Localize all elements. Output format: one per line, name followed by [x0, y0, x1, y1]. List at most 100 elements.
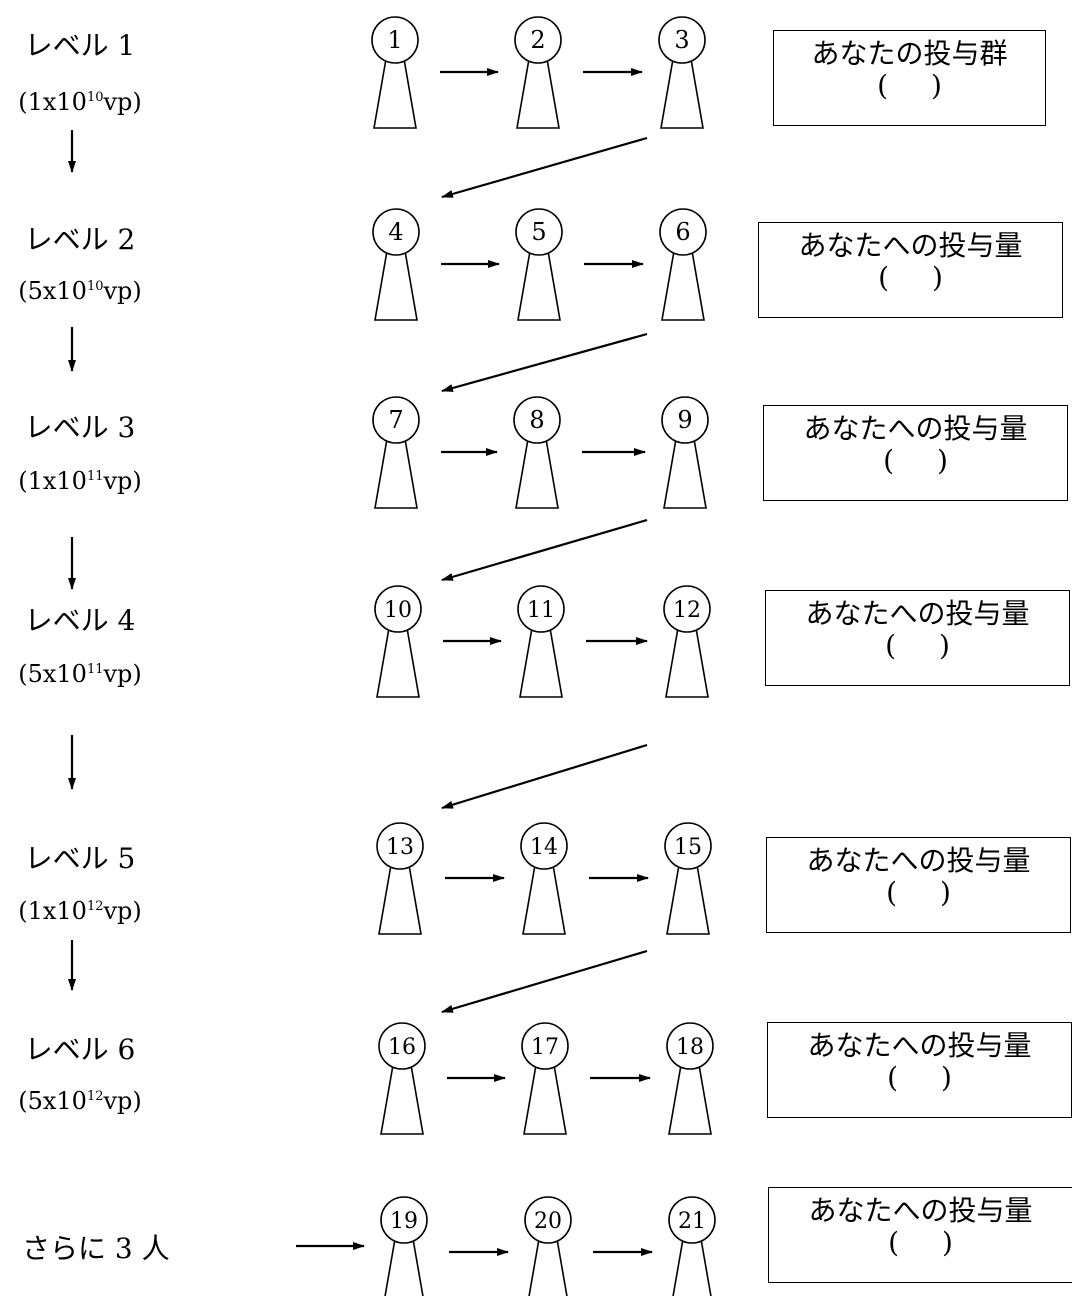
escalation-arrow — [441, 949, 648, 1014]
subject-body-icon — [384, 1238, 424, 1296]
escalation-arrow — [441, 743, 648, 810]
subject-body-icon — [663, 438, 707, 509]
subject-8: 8 — [513, 396, 561, 509]
level-4-name: レベル 4 — [24, 604, 136, 637]
subject-number: 16 — [388, 1035, 416, 1060]
subject-head-icon — [372, 396, 420, 444]
level-4-box-label: あなたへの投与量 — [805, 597, 1030, 630]
subject-head-icon — [661, 396, 709, 444]
escalation-arrow — [441, 332, 648, 393]
subject-head-icon — [663, 585, 711, 633]
subject-head-icon — [378, 1022, 426, 1070]
subject-head-icon — [380, 1196, 428, 1244]
subject-3: 3 — [658, 16, 706, 129]
subject-6: 6 — [659, 208, 707, 321]
subject-body-icon — [516, 58, 560, 129]
subject-14: 14 — [520, 822, 568, 935]
subject-number: 14 — [530, 835, 558, 860]
subject-head-icon — [666, 1022, 714, 1070]
subject-9: 9 — [661, 396, 709, 509]
subject-11: 11 — [517, 585, 565, 698]
subject-head-icon — [517, 585, 565, 633]
subject-number: 12 — [673, 598, 701, 623]
level-2-box-blank: ( ) — [878, 261, 943, 294]
subject-head-icon — [520, 822, 568, 870]
subject-2: 2 — [514, 16, 562, 129]
subject-number: 4 — [388, 218, 403, 246]
subject-number: 6 — [675, 218, 690, 246]
subject-number: 7 — [388, 406, 403, 434]
subject-head-icon — [524, 1196, 572, 1244]
level-1-name: レベル 1 — [24, 29, 136, 62]
subject-head-icon — [521, 1022, 569, 1070]
subject-number: 2 — [530, 26, 545, 54]
subject-number: 18 — [676, 1035, 704, 1060]
subject-1: 1 — [371, 16, 419, 129]
subject-10: 10 — [374, 585, 422, 698]
subject-15: 15 — [664, 822, 712, 935]
subject-body-icon — [665, 627, 709, 698]
level-6-name: レベル 6 — [24, 1033, 136, 1066]
subject-head-icon — [371, 16, 419, 64]
subject-18: 18 — [666, 1022, 714, 1135]
level-4-dose-box: あなたへの投与量 ( ) — [765, 590, 1070, 686]
level-3-name: レベル 3 — [24, 411, 136, 444]
level-5-box-label: あなたへの投与量 — [806, 844, 1031, 877]
subject-head-icon — [659, 208, 707, 256]
escalation-arrow — [441, 136, 648, 199]
subject-body-icon — [522, 864, 566, 935]
subject-17: 17 — [521, 1022, 569, 1135]
subject-body-icon — [660, 58, 704, 129]
subject-number: 15 — [674, 835, 702, 860]
subject-head-icon — [515, 208, 563, 256]
level-2-dose: (5x1010vp) — [18, 277, 142, 305]
level-2-dose-box: あなたへの投与量 ( ) — [758, 222, 1063, 318]
level-6-box-blank: ( ) — [887, 1061, 952, 1094]
level-2-name: レベル 2 — [24, 223, 136, 256]
subject-16: 16 — [378, 1022, 426, 1135]
level-4-dose: (5x1011vp) — [18, 660, 142, 688]
subject-head-icon — [664, 822, 712, 870]
subject-head-icon — [514, 16, 562, 64]
subject-number: 8 — [529, 406, 544, 434]
subject-body-icon — [376, 627, 420, 698]
level-2-box-label: あなたへの投与量 — [798, 229, 1023, 262]
subject-19: 19 — [380, 1196, 428, 1296]
extra-box-blank: ( ) — [888, 1226, 953, 1259]
subject-number: 11 — [527, 598, 555, 623]
subject-body-icon — [374, 438, 418, 509]
level-1-dose: (1x1010vp) — [18, 88, 142, 116]
subject-number: 1 — [387, 26, 402, 54]
subject-body-icon — [528, 1238, 568, 1296]
extra-dose-box: あなたへの投与量 ( ) — [768, 1187, 1072, 1283]
subject-21: 21 — [668, 1196, 716, 1296]
subject-7: 7 — [372, 396, 420, 509]
subject-number: 5 — [531, 218, 546, 246]
subject-number: 13 — [386, 835, 414, 860]
subject-body-icon — [666, 864, 710, 935]
subject-body-icon — [519, 627, 563, 698]
subject-body-icon — [668, 1064, 712, 1135]
level-3-box-label: あなたへの投与量 — [803, 412, 1028, 445]
subject-body-icon — [661, 250, 705, 321]
subject-head-icon — [376, 822, 424, 870]
extra-box-label: あなたへの投与量 — [808, 1194, 1033, 1227]
level-1-box-blank: ( ) — [877, 69, 942, 102]
level-1-box-label: あなたの投与群 — [811, 37, 1008, 70]
subject-5: 5 — [515, 208, 563, 321]
subject-number: 10 — [384, 598, 412, 623]
subject-body-icon — [373, 58, 417, 129]
level-6-dose-box: あなたへの投与量 ( ) — [767, 1022, 1072, 1118]
subject-body-icon — [515, 438, 559, 509]
subject-number: 9 — [677, 406, 692, 434]
subject-head-icon — [668, 1196, 716, 1244]
level-3-box-blank: ( ) — [883, 444, 948, 477]
subject-head-icon — [513, 396, 561, 444]
subject-head-icon — [372, 208, 420, 256]
level-5-dose: (1x1012vp) — [18, 897, 142, 925]
subject-body-icon — [517, 250, 561, 321]
subject-body-icon — [374, 250, 418, 321]
subject-number: 19 — [390, 1209, 418, 1234]
